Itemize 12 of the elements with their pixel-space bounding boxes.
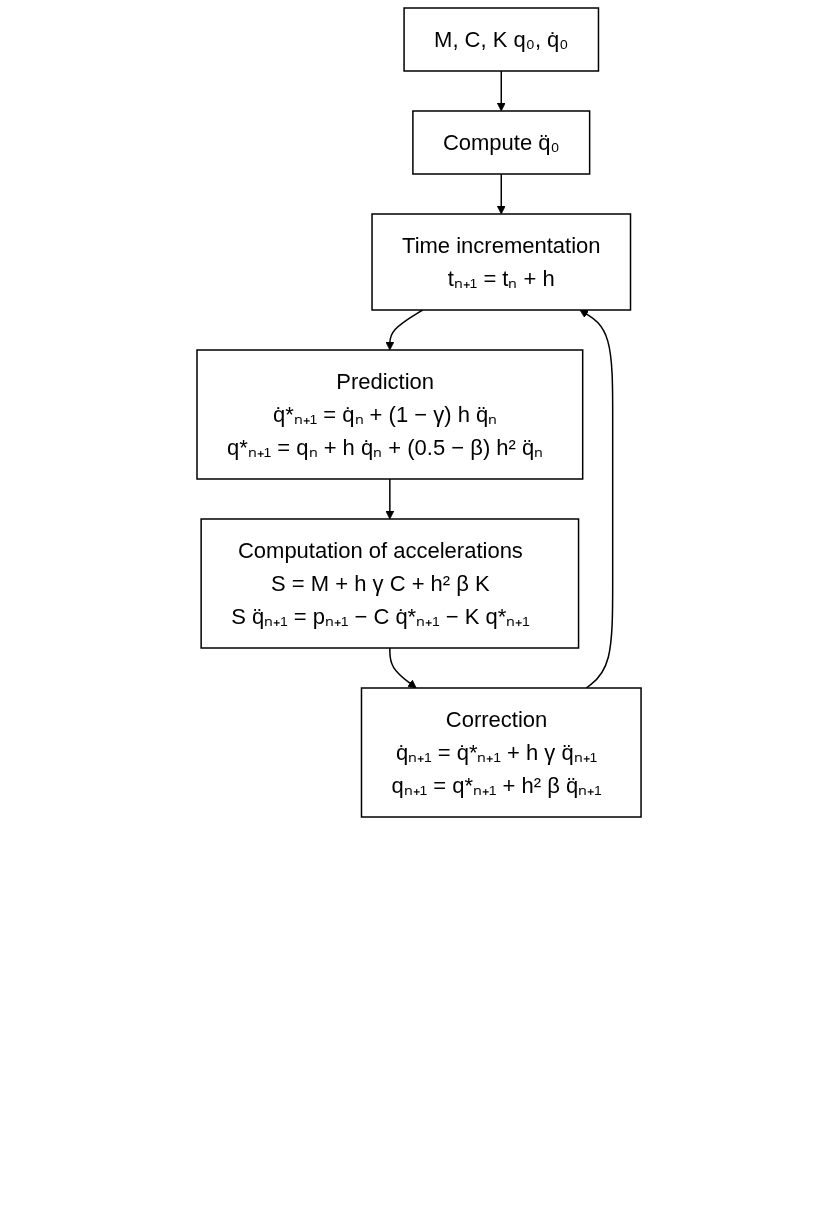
process-box: M, C, K q₀, q̇₀ (403, 7, 600, 72)
arrow (496, 70, 506, 112)
process-box: Computation of accelerations S = M + h γ C + h² β K S q̈ₙ₊₁ = pₙ₊₁ − C q̇*ₙ₊₁ − K q*ₙ₊₁ (200, 518, 580, 649)
process-box: Correction q̇ₙ₊₁ = q̇*ₙ₊₁ + h γ q̈ₙ₊₁ qₙ₊₁ = q*ₙ₊₁ + h² β q̈ₙ₊₁ (360, 687, 642, 818)
arrow (385, 478, 395, 520)
process-box: Prediction q̇*ₙ₊₁ = q̇ₙ + (1 − γ) h q̈ₙ q*ₙ₊₁ = qₙ + h q̇ₙ + (0.5 − β) h² q̈ₙ (196, 349, 584, 480)
arrow (389, 647, 417, 689)
arrow (496, 173, 506, 215)
process-box: Compute q̈₀ (412, 110, 591, 175)
process-box: Time incrementation tₙ₊₁ = tₙ + h (371, 213, 632, 311)
arrow (579, 309, 614, 689)
arrow (385, 309, 424, 351)
